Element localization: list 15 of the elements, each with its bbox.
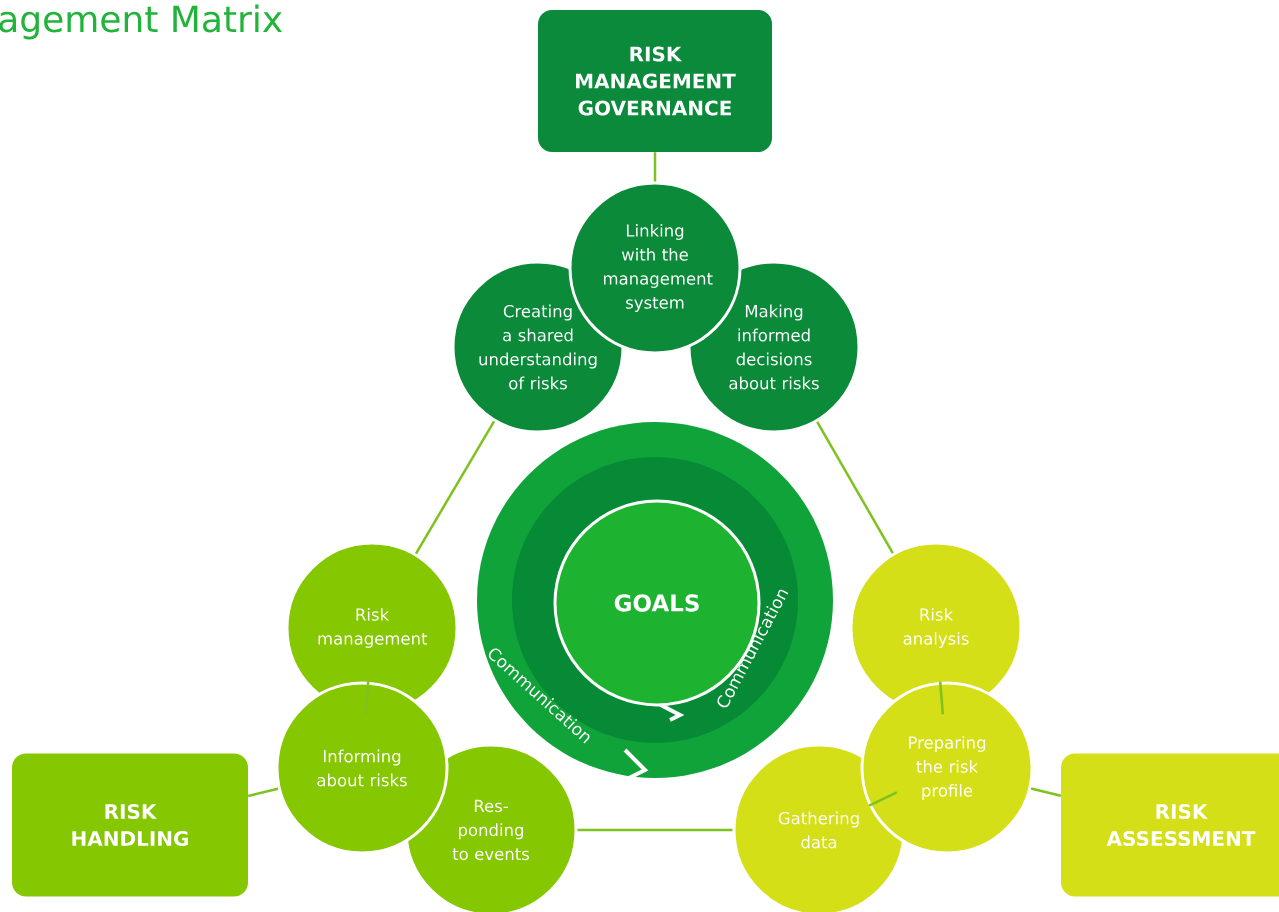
connector-line [414,420,496,555]
connector-line [868,791,898,807]
connector-line [939,681,945,715]
node-label: Res- ponding to events [452,799,530,861]
connector-line [653,152,657,182]
category-box: RISK MANAGEMENT GOVERNANCE [538,10,772,152]
connector-line [247,787,279,798]
title: agement Matrix [0,4,282,40]
connector-line [1030,787,1062,797]
category-box: RISK HANDLING [12,753,248,897]
category-box: RISK ASSESSMENT [1061,753,1279,897]
connector-line [816,421,894,554]
connector-line [577,828,733,832]
node-label: Gathering data [778,811,859,849]
connector-line [364,681,370,715]
